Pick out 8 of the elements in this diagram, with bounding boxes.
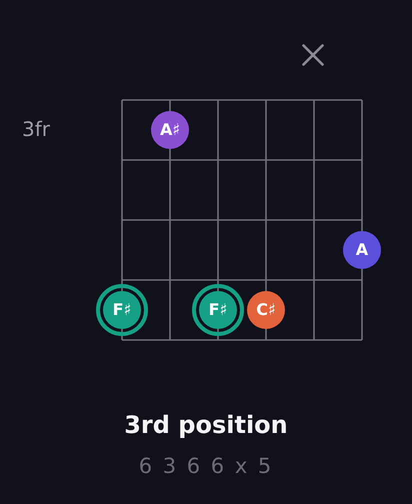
note-dot: A♯ [151, 111, 189, 149]
note-dot: A [343, 231, 381, 269]
root-note-dot: F♯ [96, 284, 148, 336]
root-note-dot: F♯ [192, 284, 244, 336]
fingering-label: 6 3 6 6 x 5 [138, 454, 274, 478]
fret-number-label: 3fr [22, 118, 50, 141]
caption: 3rd position [123, 412, 289, 440]
note-dot: C♯ [247, 291, 285, 329]
